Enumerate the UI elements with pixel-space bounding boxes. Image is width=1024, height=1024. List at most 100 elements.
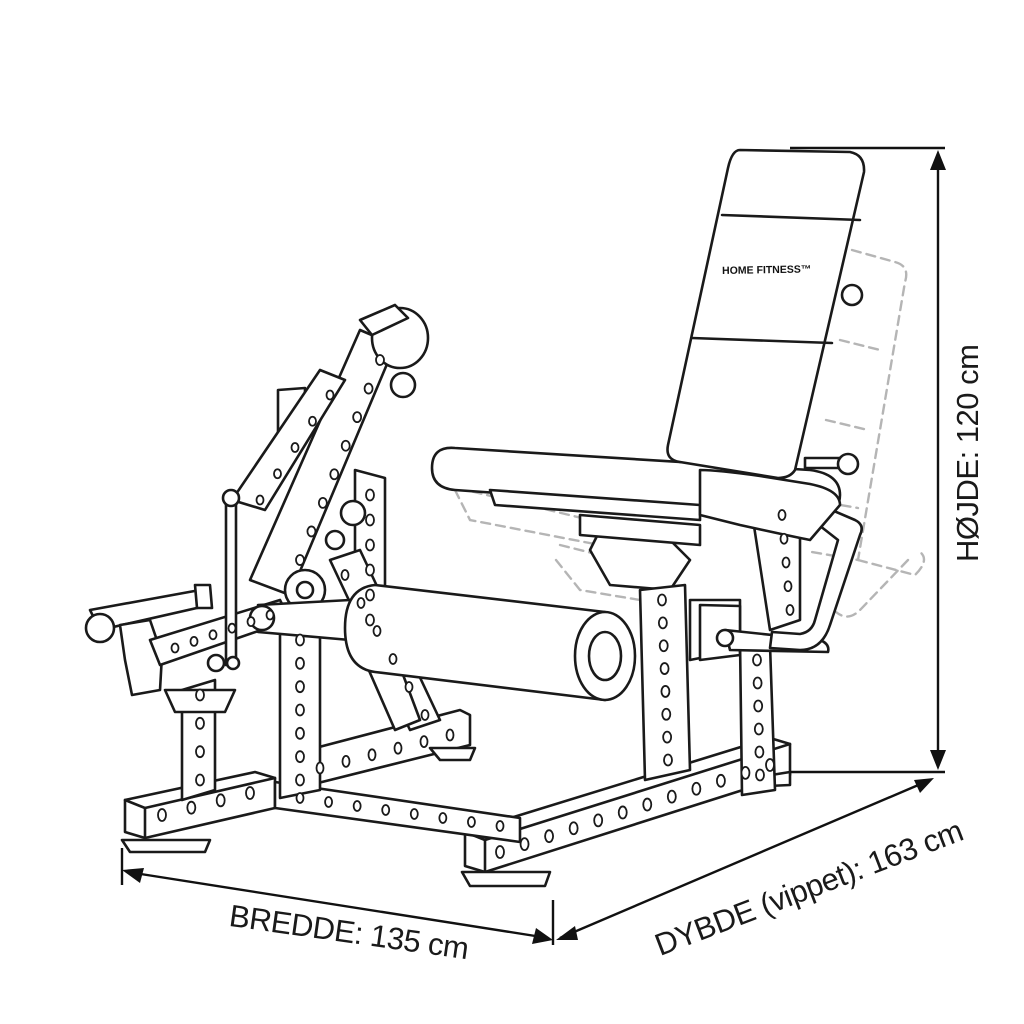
frame-hole [372,625,382,637]
frame-hole [195,688,205,702]
frame-hole [593,813,604,828]
frame-hole [752,676,763,690]
frame-hole [365,488,375,502]
frame-hole [186,800,197,815]
frame-hole [295,680,305,694]
frame-hole [420,709,430,721]
frame-hole [245,786,255,800]
leg-lever-assembly [84,303,442,802]
frame-hole [755,768,765,782]
frame-hole [754,745,765,759]
frame-hole [195,745,205,759]
frame-hole [352,411,363,424]
frame-hole [317,496,328,509]
frame-hole [419,735,429,748]
frame-hole [404,681,414,693]
frame-hole [365,538,375,552]
frame-hole [568,821,579,836]
frame-hole [308,415,317,427]
dimension-lines [120,146,946,945]
frame-hole [340,569,350,581]
frame-hole [388,653,398,665]
frame-hole [663,753,673,767]
frame-hole [295,656,305,670]
frame-hole [227,622,237,634]
height-label: HØJDE: 120 cm [950,344,985,562]
frame-hole [329,468,340,481]
frame-hole [495,820,505,832]
frame-hole [295,703,305,717]
frame-hole [295,792,305,804]
frame-hole [325,389,335,401]
frame-hole [295,633,305,647]
frame-hole [290,442,300,453]
frame-hole [265,609,275,621]
frame-hole [657,593,667,607]
frame-hole [170,642,180,654]
frame-hole [363,382,374,395]
frame-hole [657,616,668,630]
frame-hole [324,796,333,808]
frame-hole [752,653,762,667]
frame-hole [365,563,375,577]
frame-hole [340,439,351,452]
roller-pad [248,583,637,702]
frame-hole [365,613,375,627]
frame-hole [255,494,265,506]
frame-hole [642,797,653,812]
frame-hole [195,773,205,787]
frame-hole [273,468,282,480]
frame-adjustment-holes [157,354,795,859]
frame-hole [519,837,530,851]
frame-hole [315,761,325,775]
frame-hole [367,748,377,762]
width-dimension-line [120,848,555,945]
frame-hole [666,789,677,804]
frame-hole [740,766,751,780]
frame-hole [157,808,167,822]
frame-hole [208,629,218,641]
frame-hole [716,773,726,788]
frame-hole [352,800,362,812]
backrest [666,148,866,480]
frame-hole [365,588,375,602]
frame-hole [783,580,793,593]
frame-hole [658,639,669,653]
frame-hole [438,812,448,824]
frame-hole [365,513,375,527]
frame-hole [295,726,305,740]
frame-hole [195,716,205,730]
height-dimension-line [790,146,946,774]
depth-dimension-line [556,778,934,940]
brand-label: HOME FITNESS™ [722,263,812,277]
frame-hole [661,707,672,721]
frame-hole [777,509,787,521]
frame-hole [381,804,391,816]
frame-hole [659,662,670,675]
seat-cushion [430,446,842,542]
frame-hole [445,728,455,742]
frame-hole [409,808,419,820]
frame-hole [785,604,795,616]
frame-hole [375,354,385,366]
frame-hole [215,793,226,808]
frame-hole [544,829,554,844]
frame-hole [295,750,305,764]
frame-hole [467,816,476,828]
frame-hole [753,722,764,736]
frame-hole [393,741,403,755]
frame-hole [495,845,505,859]
frame-hole [781,556,791,569]
frame-hole [341,755,351,768]
frame-hole [189,636,199,647]
frame-hole [691,781,702,796]
frame-hole [306,525,317,538]
frame-hole [765,758,775,772]
frame-hole [295,554,305,566]
frame-hole [356,597,366,609]
frame-hole [295,773,305,787]
frame-hole [660,685,671,698]
frame-hole [779,532,789,545]
